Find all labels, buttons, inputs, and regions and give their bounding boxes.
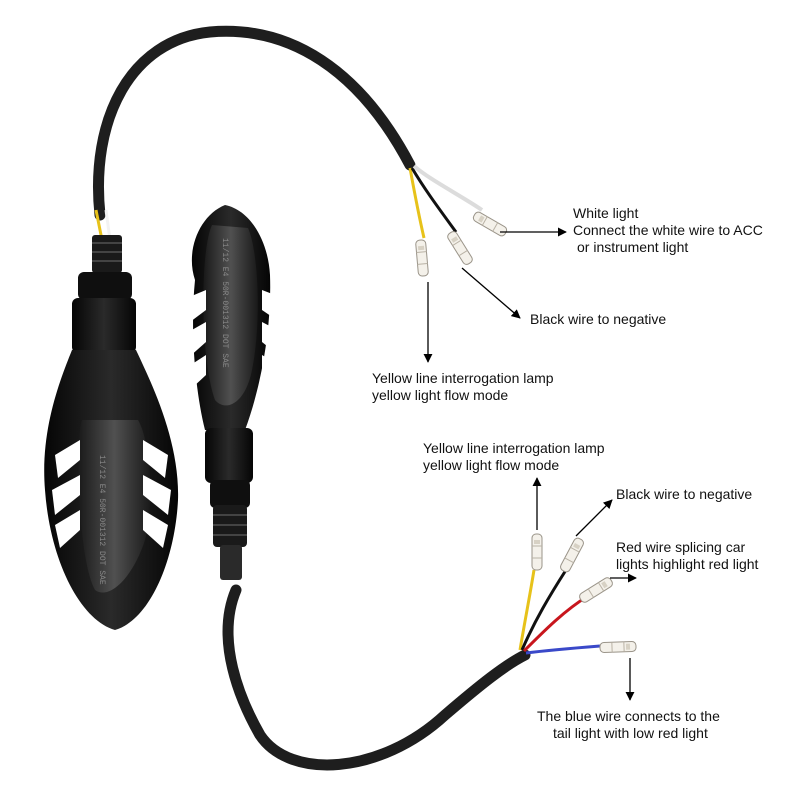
lamp-marking-text: 11/12 E4 50R-001312 DOT SAE [220,238,229,368]
lamp-marking-text: 11/12 E4 50R-001312 DOT SAE [97,455,106,585]
red-wire-label-line2: lights highlight red light [616,556,759,572]
yellow-wire [518,569,536,651]
blue-connector [599,640,637,654]
bottom-cable [222,584,531,771]
black-wire-arrow [461,267,521,319]
white-wire-label-line3: or instrument light [577,239,689,255]
black-connector [445,229,475,267]
bottom-yellow-wire-label-line2: yellow light flow mode [423,457,560,473]
black-wire [520,569,568,651]
main-cable [93,25,416,221]
black-wire-arrow [575,499,613,537]
white-connector [471,210,509,238]
black-connector [558,536,586,574]
blue-wire-label-line2: tail light with low red light [553,725,708,741]
bottom-yellow-wire-label-line1: Yellow line interrogation lamp [423,440,605,456]
top-yellow-wire-label-line2: yellow light flow mode [372,387,509,403]
bottom-lamp-arrows [532,477,637,701]
red-wire-label-line1: Red wire splicing car [616,539,746,555]
white-wire-label-line1: White light [573,205,639,221]
bottom-lamp-wires [518,533,637,655]
turn-signal-lamp-right: 11/12 E4 50R-001312 DOT SAE [182,205,288,580]
white-wire-label-line2: Connect the white wire to ACC [573,222,763,238]
yellow-connector [414,239,430,277]
top-black-wire-label: Black wire to negative [530,311,667,327]
white-wire-label: White light Connect the white wire to AC… [573,205,763,256]
bottom-yellow-wire-label: Yellow line interrogation lamp yellow li… [423,440,605,474]
bottom-black-wire-label: Black wire to negative [616,486,753,502]
turn-signal-lamp-left: 11/12 E4 50R-001312 DOT SAE [44,209,179,630]
white-wire [412,164,484,212]
yellow-wire [408,167,426,239]
blue-wire-label: The blue wire connects to the tail light… [537,708,720,742]
black-wire [410,167,458,233]
top-yellow-wire-label-line1: Yellow line interrogation lamp [372,370,554,386]
red-connector [577,575,615,605]
top-yellow-wire-label: Yellow line interrogation lamp yellow li… [372,370,554,404]
top-lamp-wires [408,164,509,277]
blue-wire [525,644,601,655]
red-wire-label: Red wire splicing car lights highlight r… [616,539,758,573]
yellow-connector [531,533,543,571]
blue-wire-label-line1: The blue wire connects to the [537,708,720,724]
top-lamp-arrows [423,227,567,363]
